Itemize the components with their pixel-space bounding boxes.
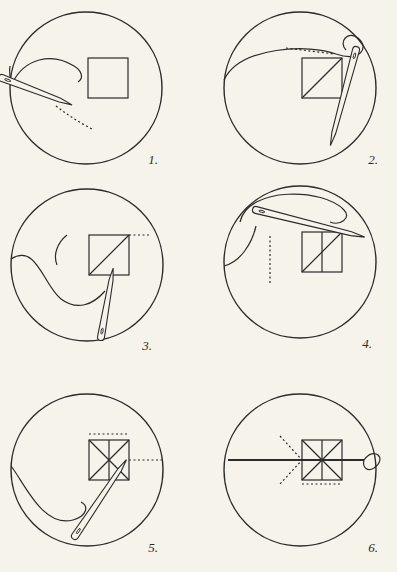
needle-group [0,73,73,108]
hoop-ring [11,189,163,341]
stitch-line [89,440,129,480]
step-number: 2. [368,153,378,166]
back-thread [280,436,302,484]
hoop-ring [224,12,376,164]
stitch-line [89,440,129,480]
needle-eye [76,528,81,534]
hoop-ring [224,394,376,546]
fabric-square [302,232,342,272]
hoop-ring [11,394,163,546]
thread-line [224,35,363,80]
fabric-square [89,440,129,480]
needle-group [252,206,366,241]
needle-group [97,267,117,341]
step-panel [11,394,165,546]
thread-line [55,235,67,265]
step-number: 3. [142,339,152,352]
back-thread [89,433,129,434]
stitch-line [108,440,109,480]
step-number: 1. [148,153,158,166]
back-thread [56,106,94,130]
step-number: 6. [368,541,378,554]
step-panel [11,189,163,341]
needle-eye [4,78,10,82]
hoop-ring [224,186,376,338]
back-thread [129,459,165,460]
needle-group [70,458,129,541]
thread-line [364,454,380,470]
step-number: 5. [148,541,158,554]
thread-line [224,226,256,266]
needle-body [70,458,129,541]
back-thread [269,236,270,284]
needle-body [252,206,366,241]
needle-body [0,73,73,108]
needle-eye [101,328,104,334]
thread-line [11,255,105,305]
back-thread [286,48,334,54]
needle-eye [353,53,356,59]
back-thread [302,483,342,484]
needle-body [327,46,360,147]
step-panel [224,12,376,164]
stitch-line [302,58,342,98]
stitch-line [321,232,322,272]
step-panel [224,186,376,338]
thread-line [12,59,81,84]
fabric-square [302,58,342,98]
heavy-stitch [228,459,364,461]
fabric-square [88,58,128,98]
step-number: 4. [362,337,372,350]
needle-group [327,46,360,147]
stitch-line [302,232,342,272]
stitch-line [89,235,129,275]
fabric-square [89,235,129,275]
needle-eye [259,210,265,213]
step-panel [224,394,380,546]
step-panel [0,12,162,164]
thread-line [11,466,86,521]
needle-body [97,267,117,341]
back-thread [129,234,151,235]
